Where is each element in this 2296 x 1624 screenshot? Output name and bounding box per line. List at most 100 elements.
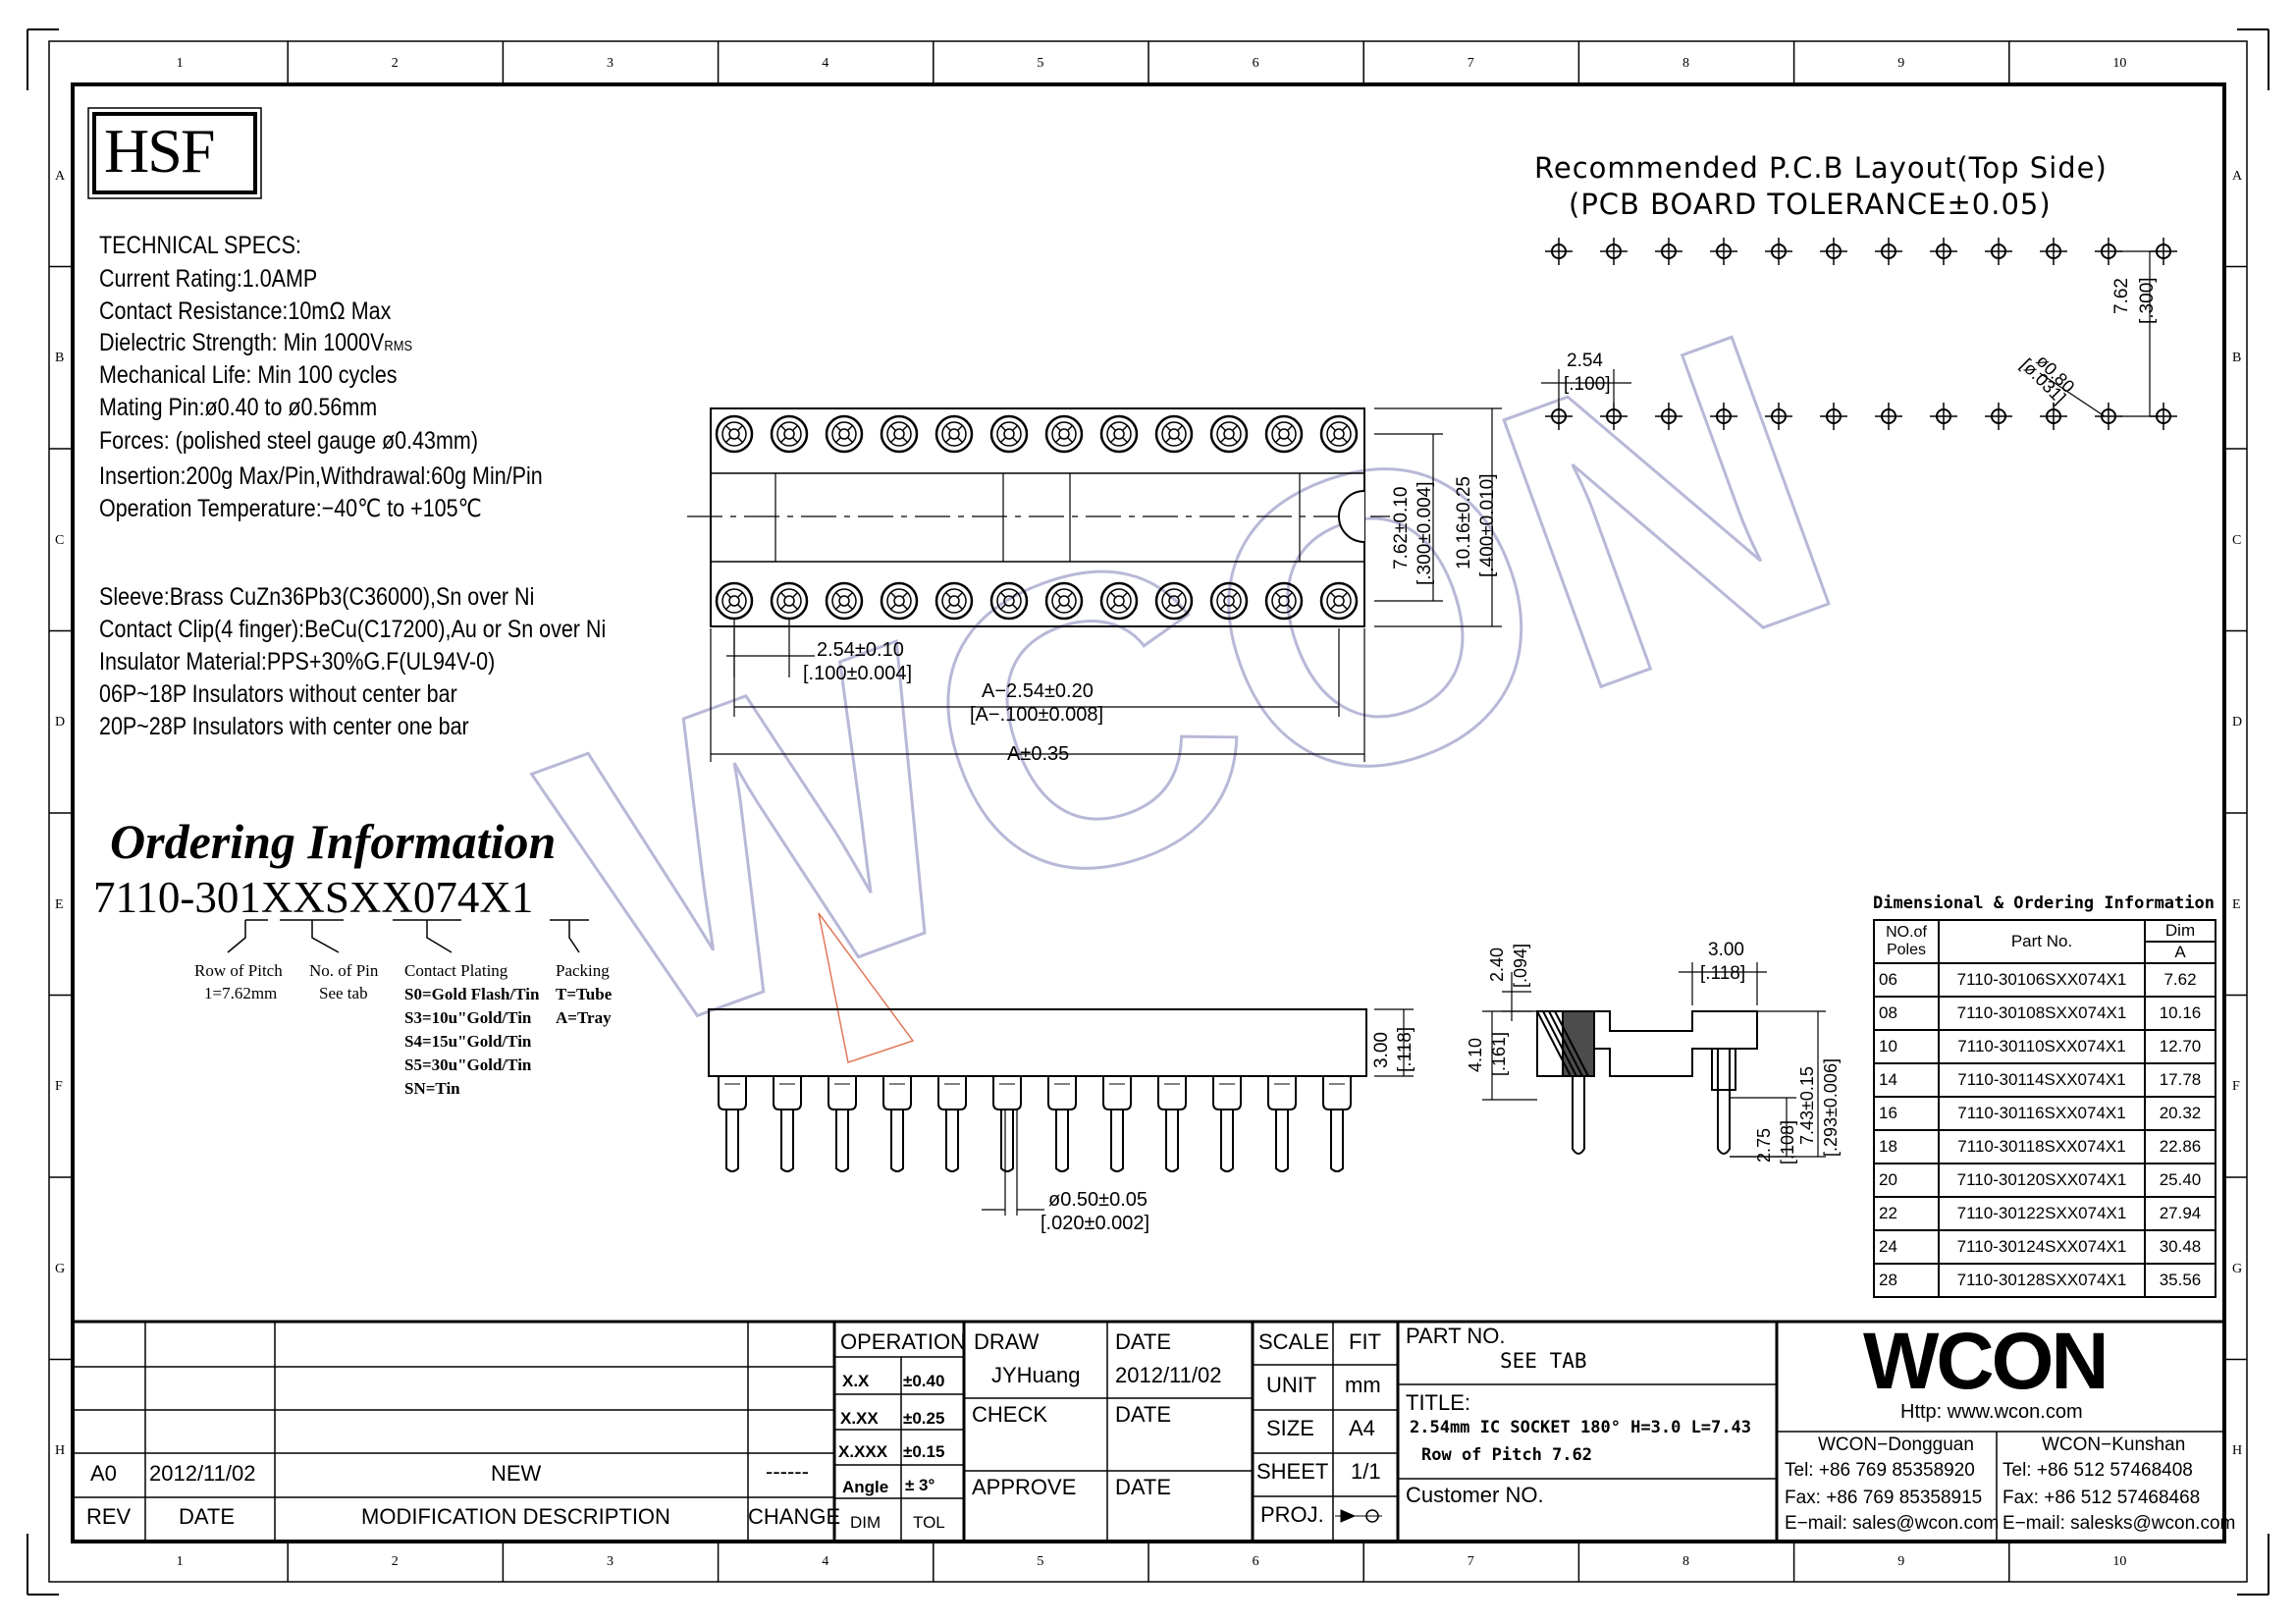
pcb-hole-cross xyxy=(1655,238,1682,265)
contact-outer xyxy=(1044,414,1084,454)
ordering-code: 7110-301XXSXX074X1 xyxy=(93,873,534,922)
th-poles: NO.of Poles xyxy=(1873,919,1940,964)
tol-value: ± 3° xyxy=(905,1476,935,1494)
contact-hole xyxy=(728,595,740,607)
dim-pitch-in: [.100±0.004] xyxy=(803,663,913,684)
pin-tail xyxy=(835,1110,849,1172)
contact-inner xyxy=(996,588,1022,614)
side-height: 3.00 xyxy=(1371,1032,1392,1068)
pcb-row-dim: 7.62 xyxy=(2111,278,2132,314)
contact-hole xyxy=(948,428,960,440)
row-label: E xyxy=(2232,896,2241,912)
row-label: G xyxy=(55,1261,66,1276)
dim-a-cell: 35.56 xyxy=(2144,1263,2216,1298)
pcb-pitch-dim-in: [.100] xyxy=(1564,374,1611,395)
pin-tail xyxy=(1055,1110,1069,1172)
rev-desc: NEW xyxy=(491,1461,542,1486)
title-block-grid xyxy=(73,1320,2224,1542)
column-label: 9 xyxy=(1897,56,1905,71)
approve-label: APPROVE xyxy=(972,1475,1077,1499)
contact-inner xyxy=(1216,421,1242,447)
th-dim: Dim xyxy=(2144,919,2216,943)
contact-outer xyxy=(1154,581,1194,621)
pcb-hole-cross xyxy=(2040,238,2067,265)
size-label: SIZE xyxy=(1266,1416,1314,1440)
pcb-hole-cross xyxy=(1545,403,1573,430)
pin-tail xyxy=(890,1110,904,1172)
pin-shoulder xyxy=(773,1076,802,1110)
row-label: B xyxy=(2232,351,2242,366)
tol-label: X.X xyxy=(842,1372,870,1390)
contact-inner xyxy=(1161,588,1187,614)
pcb-tolerance: (PCB BOARD TOLERANCE±0.05) xyxy=(1569,188,2052,221)
pin-diameter-in: [.020±0.002] xyxy=(1041,1213,1150,1234)
pin-tail xyxy=(1275,1110,1289,1172)
desc-header: MODIFICATION DESCRIPTION xyxy=(361,1504,670,1529)
check-label: CHECK xyxy=(972,1402,1048,1427)
tol-value: ±0.40 xyxy=(903,1372,945,1390)
contact-hole xyxy=(1113,428,1125,440)
part-no-cell: 7110-30128SXX074X1 xyxy=(1938,1263,2146,1298)
row-label: F xyxy=(2232,1079,2240,1095)
date-header: DATE xyxy=(179,1504,236,1529)
pin-shoulder xyxy=(1212,1076,1242,1110)
pcb-hole-cross xyxy=(1765,238,1792,265)
contact-outer xyxy=(1264,414,1304,454)
socket-top-view xyxy=(687,407,1502,762)
watermark-text: WCON xyxy=(501,244,1885,1124)
row-label: F xyxy=(55,1079,63,1095)
contact-fingers xyxy=(1164,591,1184,611)
pcb-hole-cross xyxy=(1710,238,1737,265)
pin-tail xyxy=(725,1110,739,1172)
operation-label: OPERATION xyxy=(840,1329,966,1354)
contact-inner xyxy=(1216,588,1242,614)
pin-tail xyxy=(1165,1110,1179,1172)
side-height-in: [.118] xyxy=(1395,1026,1415,1072)
contact-hole xyxy=(893,595,905,607)
a-dim-line xyxy=(710,628,1365,762)
end-dim-1: 2.40 xyxy=(1487,947,1507,982)
poles-cell: 28 xyxy=(1873,1263,1940,1298)
column-label: 10 xyxy=(2112,1554,2127,1569)
dim-width: 10.16±0.25 xyxy=(1454,476,1474,569)
column-label: 2 xyxy=(391,1554,399,1569)
end-pin-shoulder xyxy=(1711,1049,1736,1091)
end-dim-2-in: [.118] xyxy=(1700,963,1746,984)
dim-row-in: [.300±0.004] xyxy=(1415,481,1435,585)
column-label: 4 xyxy=(822,1554,829,1569)
contact-fingers xyxy=(834,591,854,611)
end-dim-1-in: [.094] xyxy=(1511,943,1530,988)
draw-name: JYHuang xyxy=(991,1363,1081,1387)
contact-inner xyxy=(776,421,802,447)
contact-outer xyxy=(825,581,864,621)
column-label: 5 xyxy=(1037,56,1044,71)
end-dim-5: 2.75 xyxy=(1754,1127,1774,1163)
pcb-pitch-dim-line xyxy=(1541,369,1631,403)
contact-outer xyxy=(989,581,1029,621)
spec-line: Insertion:200g Max/Pin,Withdrawal:60g Mi… xyxy=(99,462,543,490)
ordering-title: Ordering Information xyxy=(110,814,557,869)
contact-fingers xyxy=(1109,424,1129,444)
rev-value: A0 xyxy=(90,1461,117,1486)
dim-a-cell: 7.62 xyxy=(2144,962,2216,998)
contact-fingers xyxy=(1274,591,1294,611)
spec-line: Operation Temperature:−40℃ to +105℃ xyxy=(99,495,482,522)
th-a: A xyxy=(2144,941,2216,964)
title-label: TITLE: xyxy=(1406,1390,1471,1415)
column-label: 5 xyxy=(1037,1554,1044,1569)
th-part: Part No. xyxy=(1938,919,2146,964)
contact-hole xyxy=(1113,595,1125,607)
pin-tail xyxy=(1000,1110,1014,1172)
column-label: 8 xyxy=(1682,56,1689,71)
pcb-hole-cross xyxy=(1765,403,1792,430)
pin-shoulder xyxy=(1267,1076,1297,1110)
contact-fingers xyxy=(1329,424,1349,444)
part-no-cell: 7110-30116SXX074X1 xyxy=(1938,1096,2146,1131)
dim-a-cell: 12.70 xyxy=(2144,1029,2216,1064)
contact-hole xyxy=(838,595,850,607)
contact-outer xyxy=(1044,581,1084,621)
